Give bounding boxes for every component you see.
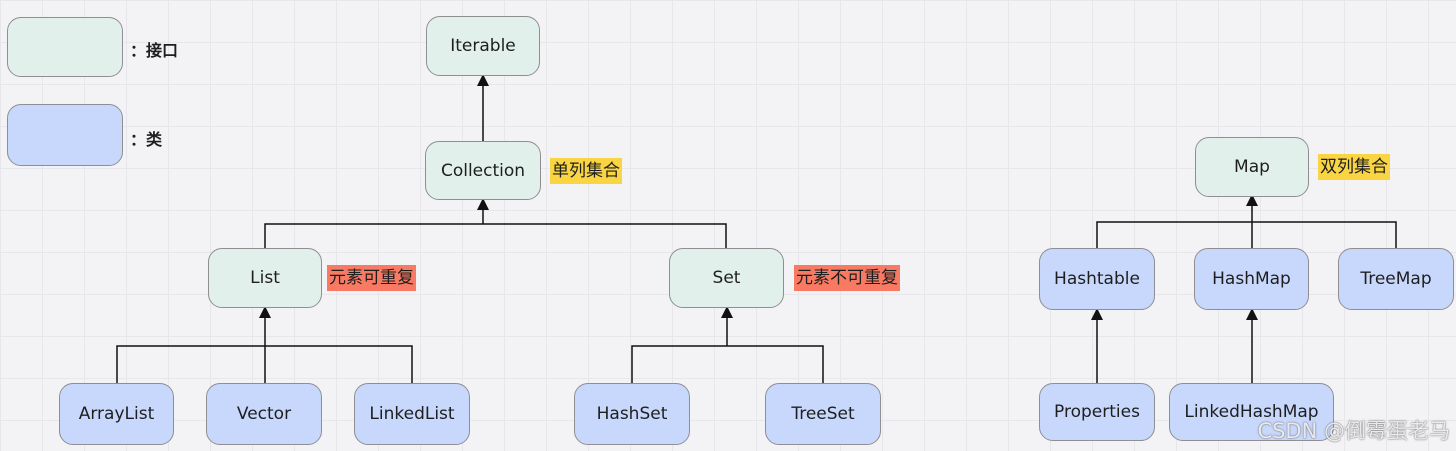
tag-double-column: 双列集合	[1318, 154, 1390, 180]
tag-list-repeatable: 元素可重复	[327, 265, 416, 291]
node-hashset: HashSet	[574, 383, 690, 445]
node-list: List	[208, 248, 322, 308]
node-linkedhashmap: LinkedHashMap	[1169, 383, 1334, 441]
legend-class-swatch	[7, 104, 123, 166]
node-iterable: Iterable	[426, 16, 540, 76]
node-linkedlist: LinkedList	[354, 383, 470, 445]
legend-class-label: ：类	[130, 130, 163, 149]
tag-single-column: 单列集合	[550, 158, 622, 184]
node-collection: Collection	[425, 141, 541, 200]
node-hashmap: HashMap	[1194, 248, 1309, 310]
node-set: Set	[669, 248, 784, 308]
node-map: Map	[1195, 137, 1309, 197]
legend-interface-label: ：接口	[130, 41, 179, 60]
node-treemap: TreeMap	[1338, 248, 1454, 310]
node-treeset: TreeSet	[765, 383, 881, 445]
node-hashtable: Hashtable	[1039, 248, 1155, 310]
tag-set-unique: 元素不可重复	[794, 265, 900, 291]
watermark: CSDN @倒霉蛋老马	[1257, 419, 1450, 443]
node-properties: Properties	[1039, 383, 1155, 441]
node-arraylist: ArrayList	[59, 383, 174, 445]
node-vector: Vector	[206, 383, 322, 445]
legend-interface-swatch	[7, 17, 123, 77]
